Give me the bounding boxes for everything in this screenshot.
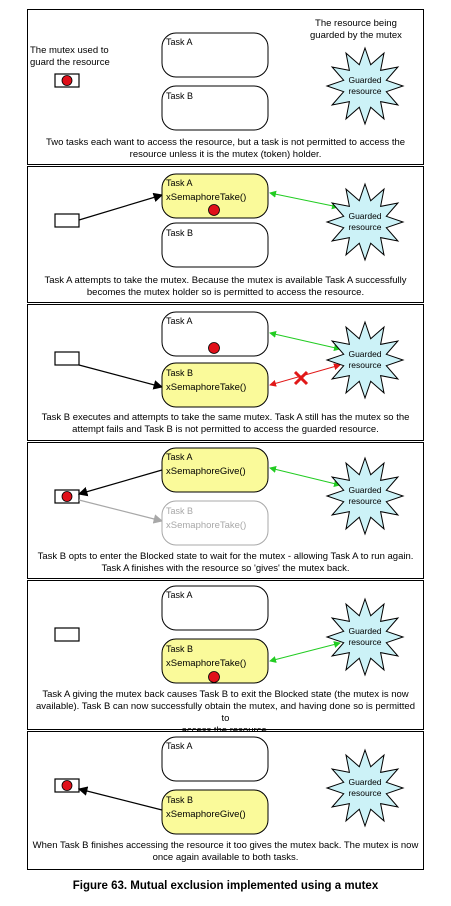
- task-a-box: [161, 173, 269, 219]
- task-b-box-blocked: [161, 500, 269, 546]
- task-b-box: [161, 638, 269, 684]
- take-call-label: xSemaphoreTake(): [166, 520, 246, 531]
- mutex-token-holder: [54, 351, 80, 366]
- guarded-resource-star: [325, 320, 405, 400]
- take-call-label: xSemaphoreTake(): [166, 658, 246, 669]
- guarded-resource-star: [325, 182, 405, 262]
- task-b-label: Task B: [166, 228, 193, 238]
- task-b-label: Task B: [166, 644, 193, 654]
- mutex-token: [61, 780, 73, 791]
- take-arrow: [78, 192, 164, 221]
- panel-caption: Task B opts to enter the Blocked state t…: [37, 551, 414, 574]
- mutex-token: [61, 491, 73, 502]
- task-b-label: Task B: [166, 91, 193, 101]
- mutex-token-holder: [54, 627, 80, 642]
- task-a-label: Task A: [166, 37, 193, 47]
- guarded-resource-star: [325, 456, 405, 536]
- access-arrow: [269, 641, 341, 663]
- task-b-box: [161, 222, 269, 268]
- mutex-token-holder: [54, 213, 80, 228]
- task-b-label: Task B: [166, 506, 193, 516]
- task-b-label: Task B: [166, 368, 193, 378]
- mutex-token: [208, 204, 220, 216]
- panel-caption: Two tasks each want to access the resour…: [45, 137, 406, 160]
- mutex-token: [208, 342, 220, 354]
- panel-caption: When Task B finishes accessing the resou…: [32, 840, 419, 863]
- panel-caption: Task B executes and attempts to take the…: [41, 412, 410, 435]
- task-a-label: Task A: [166, 316, 193, 326]
- mutex-token: [208, 671, 220, 683]
- task-a-box: [161, 447, 269, 493]
- panel-task-a-gives: Task A xSemaphoreGive() Task B xSemaphor…: [27, 442, 424, 579]
- denied-cross-icon: [293, 370, 309, 386]
- give-call-label: xSemaphoreGive(): [166, 466, 246, 477]
- task-a-label: Task A: [166, 741, 193, 751]
- task-a-box: [161, 311, 269, 357]
- task-a-label: Task A: [166, 452, 193, 462]
- blocked-take-arrow: [78, 499, 164, 524]
- access-arrow: [269, 466, 341, 487]
- access-arrow: [269, 330, 341, 352]
- take-arrow: [78, 364, 164, 390]
- panel-caption: Task A attempts to take the mutex. Becau…: [44, 275, 407, 298]
- access-arrow: [269, 190, 339, 210]
- take-call-label: xSemaphoreTake(): [166, 192, 246, 203]
- task-a-box: [161, 736, 269, 782]
- task-a-box: [161, 585, 269, 631]
- task-b-box: [161, 362, 269, 408]
- task-a-label: Task A: [166, 590, 193, 600]
- give-arrow: [77, 469, 163, 497]
- task-a-label: Task A: [166, 178, 193, 188]
- take-call-label: xSemaphoreTake(): [166, 382, 246, 393]
- mutex-token: [61, 75, 73, 86]
- give-arrow: [77, 786, 163, 811]
- guarded-resource-star: [325, 748, 405, 828]
- figure-caption: Figure 63. Mutual exclusion implemented …: [72, 880, 379, 892]
- panel-task-a-gives-diagram: Task A xSemaphoreGive() Task B xSemaphor…: [54, 447, 405, 546]
- guarded-resource-star: [325, 46, 405, 126]
- task-a-box: [161, 32, 269, 78]
- task-b-label: Task B: [166, 795, 193, 805]
- task-b-box: [161, 789, 269, 835]
- panel-caption: Task A giving the mutex back causes Task…: [36, 689, 415, 736]
- task-b-box: [161, 85, 269, 131]
- give-call-label: xSemaphoreGive(): [166, 809, 246, 820]
- guarded-resource-star: [325, 597, 405, 677]
